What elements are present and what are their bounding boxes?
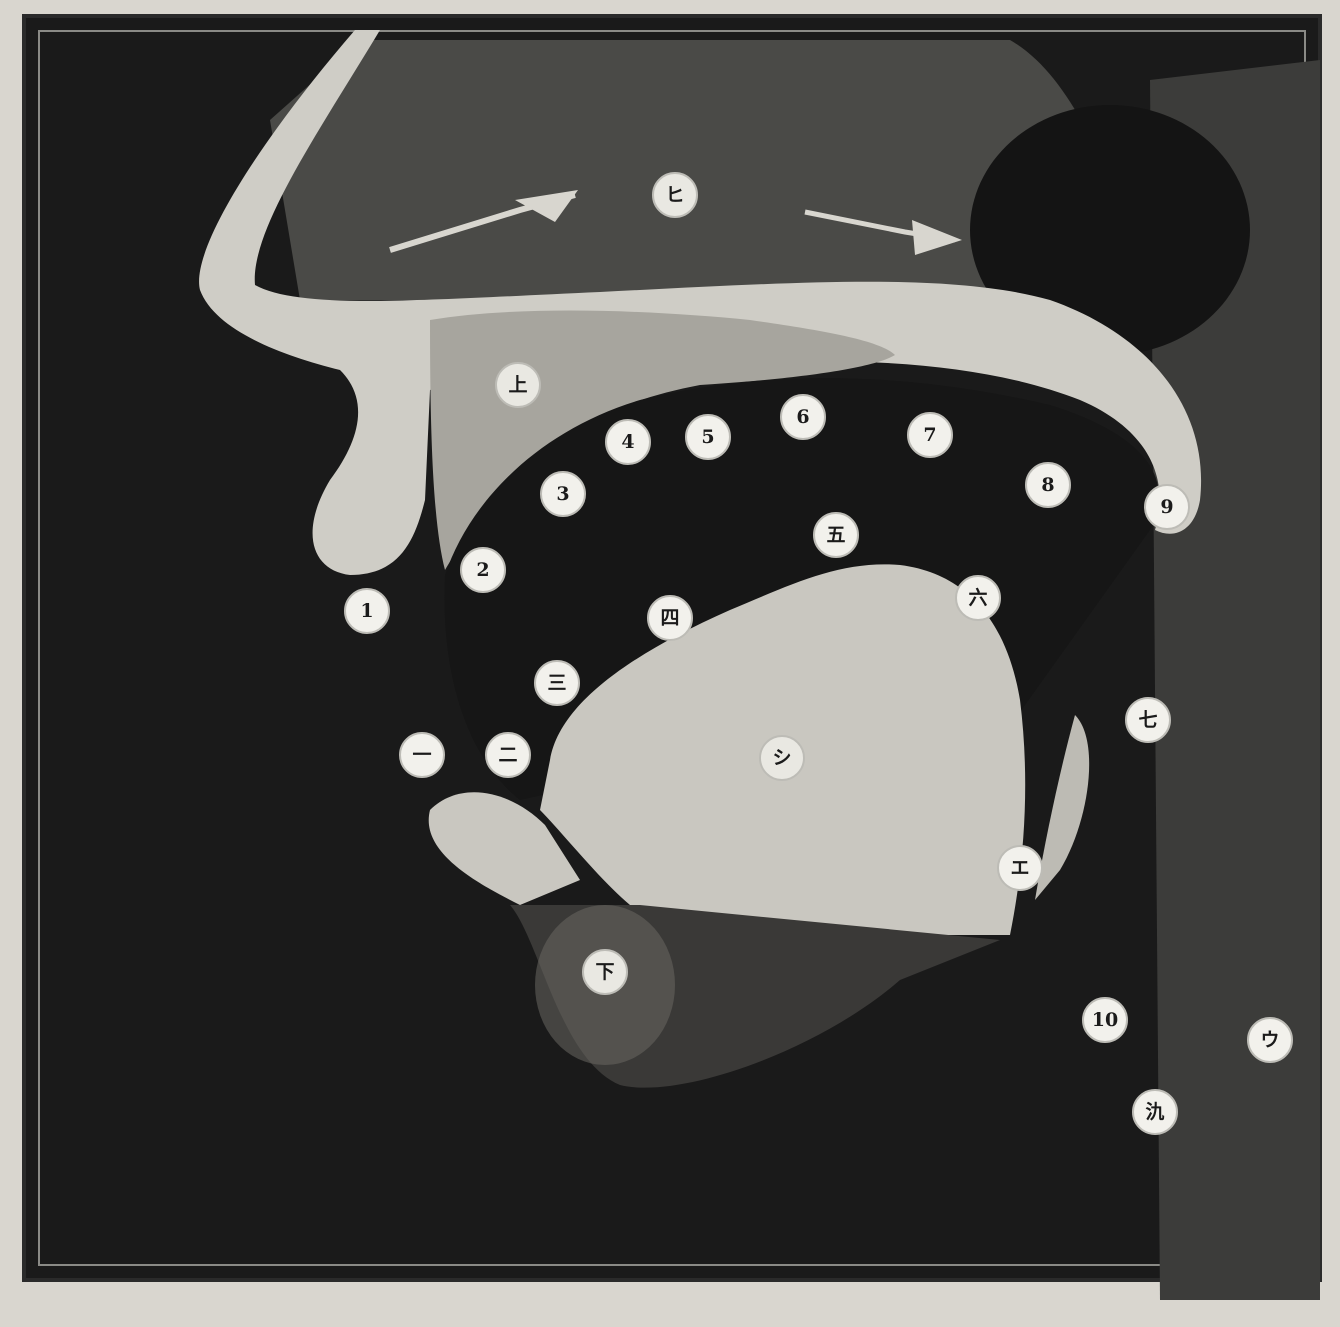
label-kanji-six: 六	[955, 575, 1001, 621]
label-kanji-four: 四	[647, 595, 693, 641]
label-10: 10	[1082, 997, 1128, 1043]
label-tongue: シ	[759, 735, 805, 781]
label-9: 9	[1144, 484, 1190, 530]
label-kanji-seven: 七	[1125, 697, 1171, 743]
label-7: 7	[907, 412, 953, 458]
label-kanji-eight: エ	[997, 845, 1043, 891]
label-6: 6	[780, 394, 826, 440]
label-upper: 上	[495, 362, 541, 408]
label-1: 1	[344, 588, 390, 634]
label-kanji-two: 二	[485, 732, 531, 778]
label-8: 8	[1025, 462, 1071, 508]
label-lower: 下	[582, 949, 628, 995]
label-kanji-five: 五	[813, 512, 859, 558]
label-throat-a: ウ	[1247, 1017, 1293, 1063]
label-throat-b: 氿	[1132, 1089, 1178, 1135]
label-4: 4	[605, 419, 651, 465]
label-2: 2	[460, 547, 506, 593]
label-nose: ヒ	[652, 172, 698, 218]
label-kanji-one: 一	[399, 732, 445, 778]
label-3: 3	[540, 471, 586, 517]
epiglottis	[1035, 715, 1089, 900]
label-5: 5	[685, 414, 731, 460]
label-kanji-three: 三	[534, 660, 580, 706]
